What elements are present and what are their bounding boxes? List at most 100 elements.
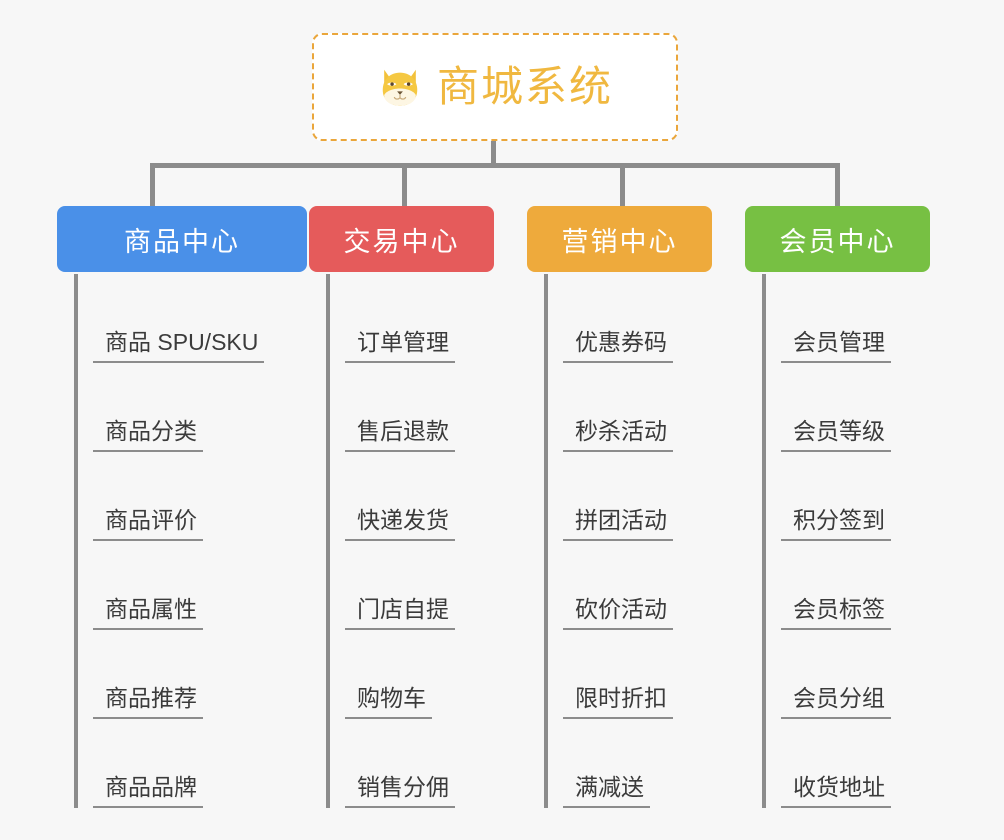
leaf-label: 售后退款 [357, 419, 455, 452]
leaf-label: 会员标签 [793, 597, 891, 630]
branch-rail-4 [762, 274, 766, 808]
list-item[interactable]: 砍价活动 [544, 541, 712, 630]
leaf-underline [93, 450, 109, 452]
branch-header-label-1: 商品中心 [124, 226, 240, 257]
leaf-label: 满减送 [575, 775, 650, 808]
connector-drop-4 [835, 163, 840, 208]
branch-body-3: 优惠券码 秒杀活动 拼团活动 砍价活动 限时折扣 满减送 [527, 274, 712, 808]
leaf-label: 会员分组 [793, 686, 891, 719]
leaf-label: 限时折扣 [575, 686, 673, 719]
branch-body-1: 商品 SPU/SKU 商品分类 商品评价 商品属性 商品推荐 商品品牌 [57, 274, 307, 808]
root-title: 商城系统 [436, 63, 613, 110]
connector-drop-2 [402, 163, 407, 208]
leaf-label: 商品品牌 [105, 775, 203, 808]
branch-rail-2 [326, 274, 330, 808]
list-item[interactable]: 订单管理 [326, 274, 494, 363]
leaf-label: 砍价活动 [575, 597, 673, 630]
leaf-label: 会员管理 [793, 330, 891, 363]
leaf-label: 优惠券码 [575, 330, 673, 363]
leaf-underline [563, 628, 579, 630]
list-item[interactable]: 会员分组 [762, 630, 930, 719]
leaf-underline [93, 361, 109, 363]
list-item[interactable]: 售后退款 [326, 363, 494, 452]
branch-header-3[interactable]: 营销中心 [527, 206, 712, 272]
leaf-underline [345, 361, 361, 363]
leaf-underline [781, 539, 797, 541]
leaf-label: 收货地址 [793, 775, 891, 808]
branch-column-3: 营销中心 优惠券码 秒杀活动 拼团活动 砍价活动 限时折扣 [527, 206, 712, 808]
branch-header-2[interactable]: 交易中心 [309, 206, 494, 272]
leaf-label: 商品分类 [105, 419, 203, 452]
leaf-underline [781, 450, 797, 452]
leaf-underline [345, 628, 361, 630]
list-item[interactable]: 销售分佣 [326, 719, 494, 808]
leaf-underline [563, 806, 579, 808]
leaf-underline [563, 539, 579, 541]
leaf-underline [345, 806, 361, 808]
list-item[interactable]: 商品分类 [74, 363, 307, 452]
branch-header-4[interactable]: 会员中心 [745, 206, 930, 272]
list-item[interactable]: 门店自提 [326, 541, 494, 630]
list-item[interactable]: 快递发货 [326, 452, 494, 541]
leaf-label: 商品属性 [105, 597, 203, 630]
list-item[interactable]: 购物车 [326, 630, 494, 719]
list-item[interactable]: 商品品牌 [74, 719, 307, 808]
leaf-label: 拼团活动 [575, 508, 673, 541]
leaf-label: 销售分佣 [357, 775, 455, 808]
leaf-label: 订单管理 [357, 330, 455, 363]
branch-body-2: 订单管理 售后退款 快递发货 门店自提 购物车 销售分佣 [309, 274, 494, 808]
branch-header-label-2: 交易中心 [343, 226, 460, 257]
root-node[interactable]: 商城系统 [312, 33, 678, 141]
branch-rail-3 [544, 274, 548, 808]
leaf-underline [781, 717, 797, 719]
list-item[interactable]: 会员标签 [762, 541, 930, 630]
leaf-underline [781, 806, 797, 808]
list-item[interactable]: 拼团活动 [544, 452, 712, 541]
list-item[interactable]: 秒杀活动 [544, 363, 712, 452]
leaf-underline [93, 806, 109, 808]
leaf-label: 商品推荐 [105, 686, 203, 719]
shiba-dog-face-icon [382, 69, 418, 106]
branch-column-1: 商品中心 商品 SPU/SKU 商品分类 商品评价 商品属性 商品推荐 [57, 206, 307, 808]
branch-body-4: 会员管理 会员等级 积分签到 会员标签 会员分组 收货地址 [745, 274, 930, 808]
leaf-label: 商品评价 [105, 508, 203, 541]
branch-column-4: 会员中心 会员管理 会员等级 积分签到 会员标签 会员分组 [745, 206, 930, 808]
connector-trunk [491, 141, 496, 165]
leaf-label: 购物车 [357, 686, 432, 719]
list-item[interactable]: 收货地址 [762, 719, 930, 808]
list-item[interactable]: 积分签到 [762, 452, 930, 541]
branch-rail-1 [74, 274, 78, 808]
leaf-underline [781, 628, 797, 630]
connector-drop-3 [620, 163, 625, 208]
leaf-underline [563, 361, 579, 363]
leaf-label: 商品 SPU/SKU [105, 330, 265, 363]
leaf-underline [93, 539, 109, 541]
list-item[interactable]: 商品评价 [74, 452, 307, 541]
list-item[interactable]: 会员管理 [762, 274, 930, 363]
list-item[interactable]: 商品属性 [74, 541, 307, 630]
leaf-label: 积分签到 [793, 508, 891, 541]
leaf-label: 会员等级 [793, 419, 891, 452]
list-item[interactable]: 商品 SPU/SKU [74, 274, 307, 363]
leaf-label: 快递发货 [357, 508, 455, 541]
branch-column-2: 交易中心 订单管理 售后退款 快递发货 门店自提 购物车 [309, 206, 494, 808]
list-item[interactable]: 会员等级 [762, 363, 930, 452]
connector-drop-1 [150, 163, 155, 208]
list-item[interactable]: 商品推荐 [74, 630, 307, 719]
leaf-underline [563, 717, 579, 719]
leaf-underline [345, 539, 361, 541]
list-item[interactable]: 优惠券码 [544, 274, 712, 363]
leaf-underline [345, 717, 361, 719]
connector-bus [150, 163, 840, 168]
branch-header-1[interactable]: 商品中心 [57, 206, 307, 272]
leaf-underline [93, 717, 109, 719]
list-item[interactable]: 限时折扣 [544, 630, 712, 719]
branch-header-label-4: 会员中心 [779, 226, 896, 257]
list-item[interactable]: 满减送 [544, 719, 712, 808]
leaf-underline [781, 361, 797, 363]
leaf-underline [93, 628, 109, 630]
leaf-label: 秒杀活动 [575, 419, 673, 452]
leaf-underline [345, 450, 361, 452]
branch-header-label-3: 营销中心 [561, 226, 678, 257]
